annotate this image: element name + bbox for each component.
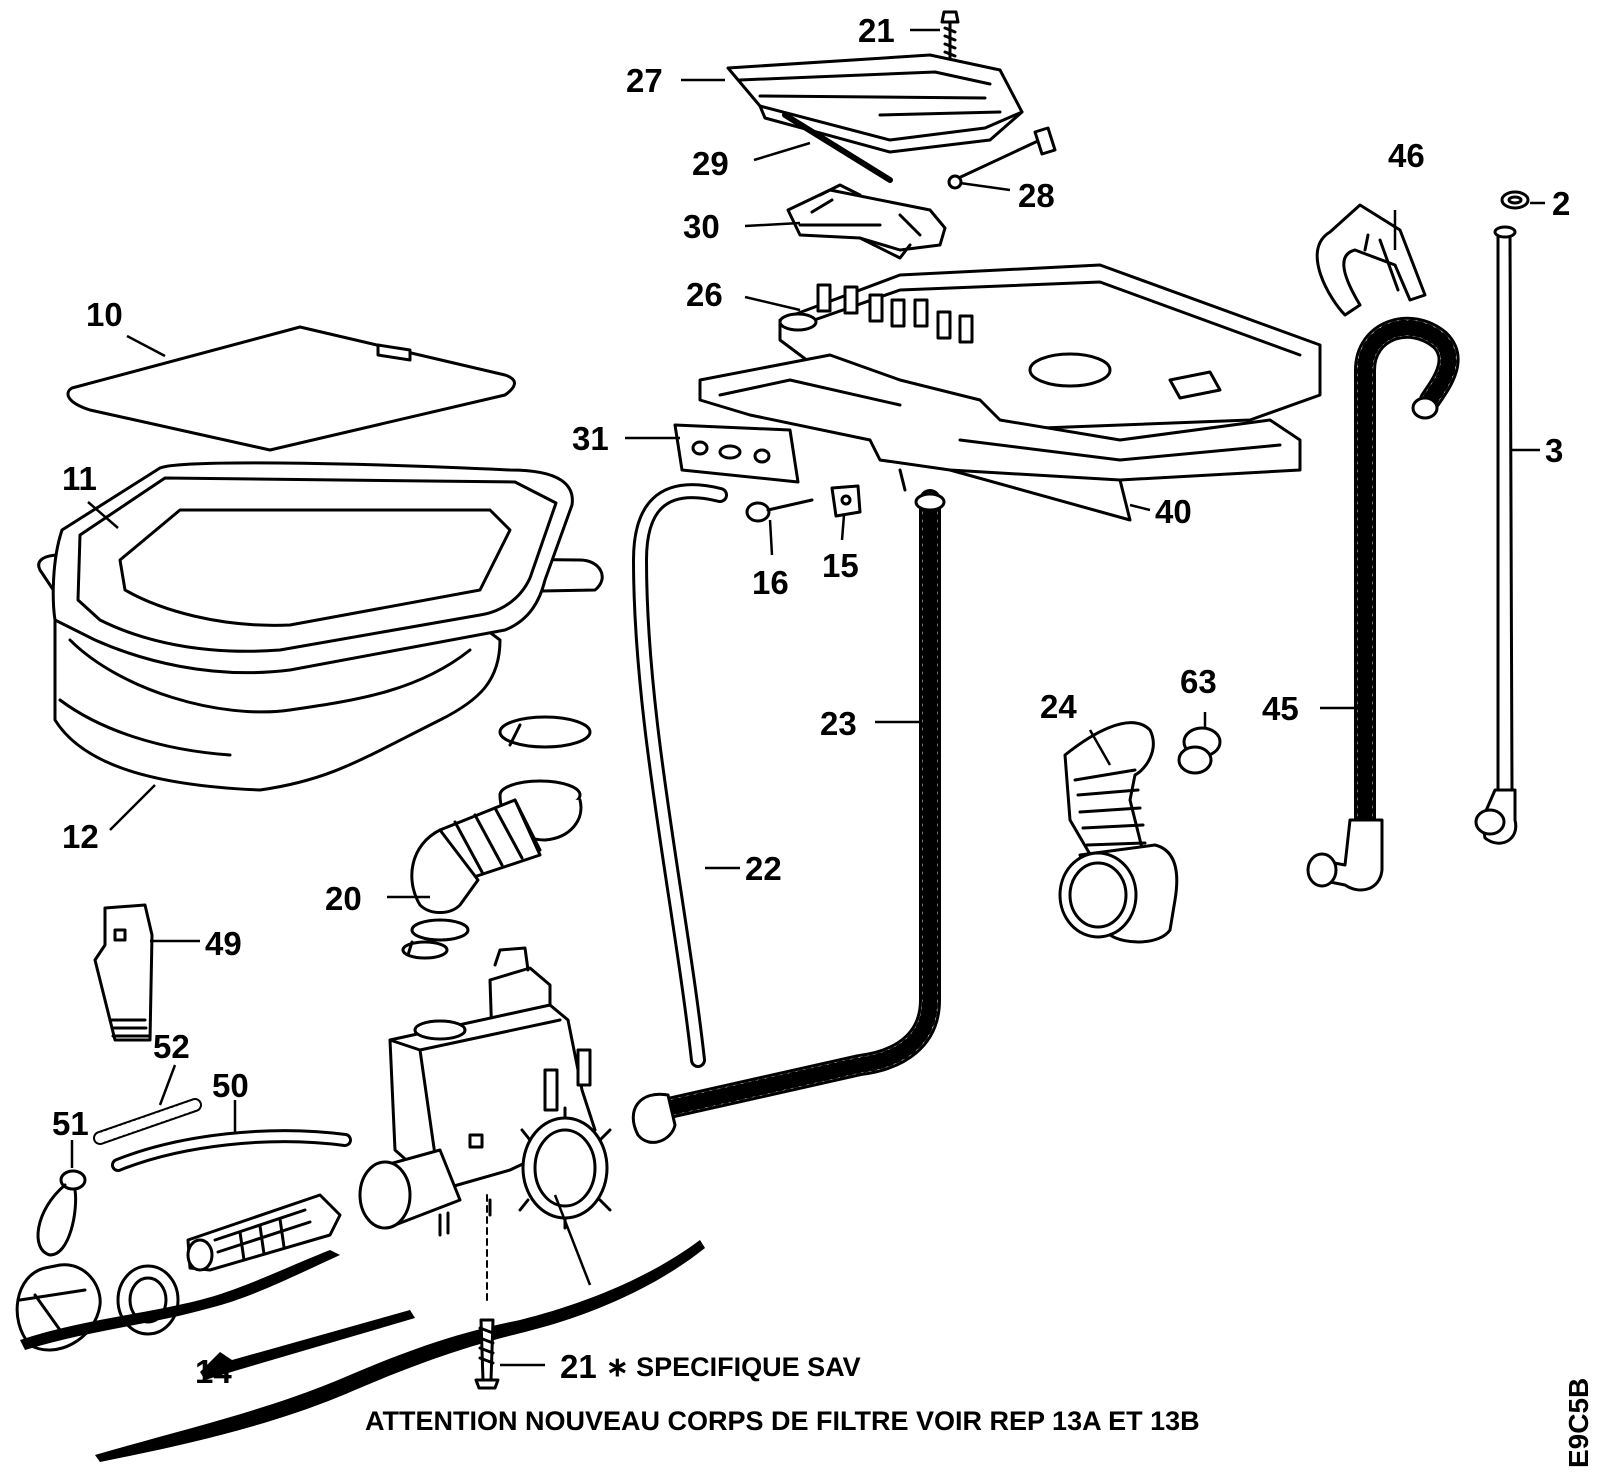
label-31: 31 <box>572 420 609 457</box>
part-46-hose-guide <box>1315 203 1427 317</box>
label-2: 2 <box>1552 185 1570 222</box>
label-28: 28 <box>1018 177 1055 214</box>
part-16-screw <box>745 498 814 523</box>
label-20: 20 <box>325 880 362 917</box>
part-labels: 21 27 29 28 30 26 46 2 3 10 11 12 31 40 … <box>52 12 1570 1390</box>
label-11: 11 <box>62 460 97 497</box>
label-15: 15 <box>822 547 859 584</box>
label-49: 49 <box>205 925 242 962</box>
part-51-plug-strap <box>36 1169 87 1257</box>
pump-filter-housing <box>358 940 612 1237</box>
label-14: 14 <box>195 1353 232 1390</box>
label-29: 29 <box>692 145 729 182</box>
part-28-pin <box>947 126 1057 190</box>
part-2-washer <box>1500 190 1530 210</box>
part-21-screw-bottom <box>474 1194 500 1390</box>
part-45-corrugated-hose <box>1306 316 1460 892</box>
label-24: 24 <box>1040 688 1077 725</box>
label-46: 46 <box>1388 137 1425 174</box>
part-15-clip-nut <box>830 484 862 518</box>
label-23: 23 <box>820 705 857 742</box>
part-22-hose <box>632 483 728 1068</box>
part-29-rod <box>782 112 893 183</box>
label-16: 16 <box>752 564 789 601</box>
part-21-screw-top <box>940 10 960 62</box>
label-52: 52 <box>153 1028 190 1065</box>
label-30: 30 <box>683 208 720 245</box>
label-12: 12 <box>62 818 99 855</box>
part-23-drain-hose <box>631 489 946 1144</box>
part-24-bellows <box>1058 721 1179 944</box>
break-lines <box>20 1240 705 1462</box>
leader-lines <box>70 28 1545 1367</box>
label-63: 63 <box>1180 663 1217 700</box>
label-10: 10 <box>86 296 123 333</box>
label-40: 40 <box>1155 493 1192 530</box>
notes: ∗ SPECIFIQUE SAV ATTENTION NOUVEAU CORPS… <box>365 1352 1594 1468</box>
part-40-base-frame <box>698 353 1302 522</box>
part-30-lock-mechanism <box>786 183 947 260</box>
attention-note: ATTENTION NOUVEAU CORPS DE FILTRE VOIR R… <box>365 1406 1200 1436</box>
drawing-code: E9C5B <box>1563 1378 1594 1468</box>
specifique-sav-note: ∗ SPECIFIQUE SAV <box>606 1352 861 1382</box>
label-21-top: 21 <box>858 12 895 49</box>
label-3: 3 <box>1545 432 1563 469</box>
part-63-grommet <box>1177 726 1222 775</box>
label-26: 26 <box>686 276 723 313</box>
part-52-spring <box>93 1098 202 1145</box>
label-21-bottom: 21 <box>560 1348 597 1385</box>
part-11-tub-rim-seal <box>51 461 574 675</box>
label-50: 50 <box>212 1067 249 1104</box>
part-31-bracket <box>673 423 800 484</box>
part-50-tube <box>111 1129 352 1172</box>
part-3-inlet-hose <box>1474 225 1518 845</box>
part-27-top-cover <box>726 53 1024 154</box>
label-45: 45 <box>1262 690 1299 727</box>
part-20-bellows-hose <box>410 715 592 942</box>
label-27: 27 <box>626 62 663 99</box>
label-22: 22 <box>745 850 782 887</box>
part-10-lid-panel <box>66 325 516 452</box>
part-49-brush-clip <box>93 903 154 1042</box>
label-51: 51 <box>52 1105 89 1142</box>
